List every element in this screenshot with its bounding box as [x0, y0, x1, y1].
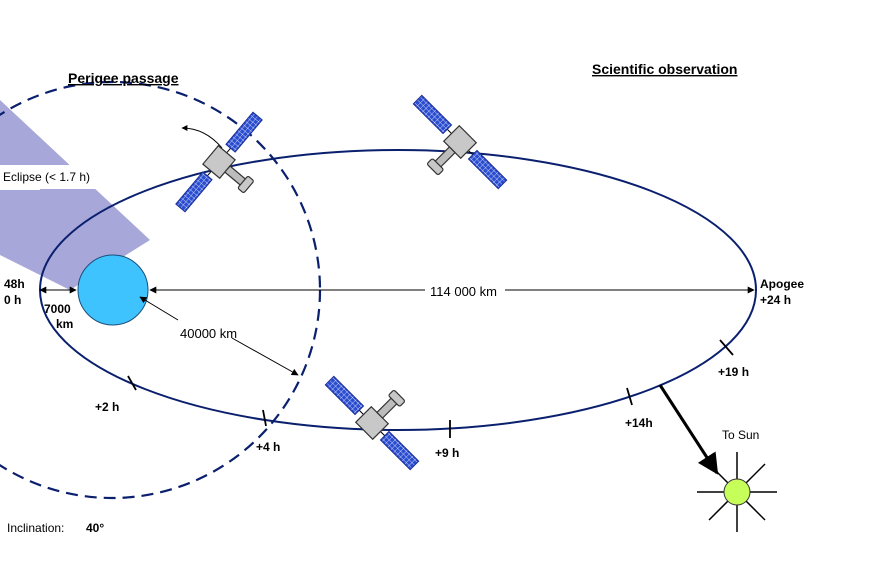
perigee-radius-arrow-lower — [231, 337, 299, 376]
to-sun-label: To Sun — [722, 428, 759, 442]
time-plus-2h-label: +2 h — [95, 400, 119, 414]
time-48h-label: 48h — [4, 277, 25, 291]
earth — [77, 254, 149, 326]
satellite-perigee — [171, 108, 289, 234]
earth-radius-label: 7000 — [44, 302, 71, 316]
header-perigee-passage: Perigee passage — [68, 70, 179, 86]
eclipse-label: Eclipse (< 1.7 h) — [3, 170, 90, 184]
inclination-value: 40° — [86, 521, 104, 535]
satellite-top — [389, 91, 511, 213]
time-plus-14h-label: +14h — [625, 416, 653, 430]
eclipse-shadow-band — [0, 100, 150, 290]
inclination-label: Inclination: — [7, 521, 64, 535]
perigee-radius-label: 40000 km — [180, 326, 237, 341]
rotation-arrow — [181, 125, 223, 149]
tick-4h — [262, 409, 267, 427]
tick-14h — [626, 387, 633, 406]
header-scientific-observation: Scientific observation — [592, 61, 737, 77]
to-sun-arrow — [658, 384, 719, 475]
satellite-bottom — [321, 352, 443, 474]
perigee-radius-arrow-upper — [139, 296, 179, 321]
earth-radius-unit-label: km — [56, 317, 73, 331]
sun — [697, 452, 777, 532]
apogee-label: Apogee — [760, 277, 804, 291]
tick-2h — [127, 375, 137, 391]
apogee-time-label: +24 h — [760, 293, 791, 307]
apogee-distance-label: 114 000 km — [430, 284, 497, 299]
eclipse-label-background — [0, 165, 118, 189]
tick-19h — [719, 339, 734, 356]
time-plus-9h-label: +9 h — [435, 446, 459, 460]
time-plus-19h-label: +19 h — [718, 365, 749, 379]
time-0h-label: 0 h — [4, 293, 21, 307]
time-plus-4h-label: +4 h — [256, 440, 280, 454]
